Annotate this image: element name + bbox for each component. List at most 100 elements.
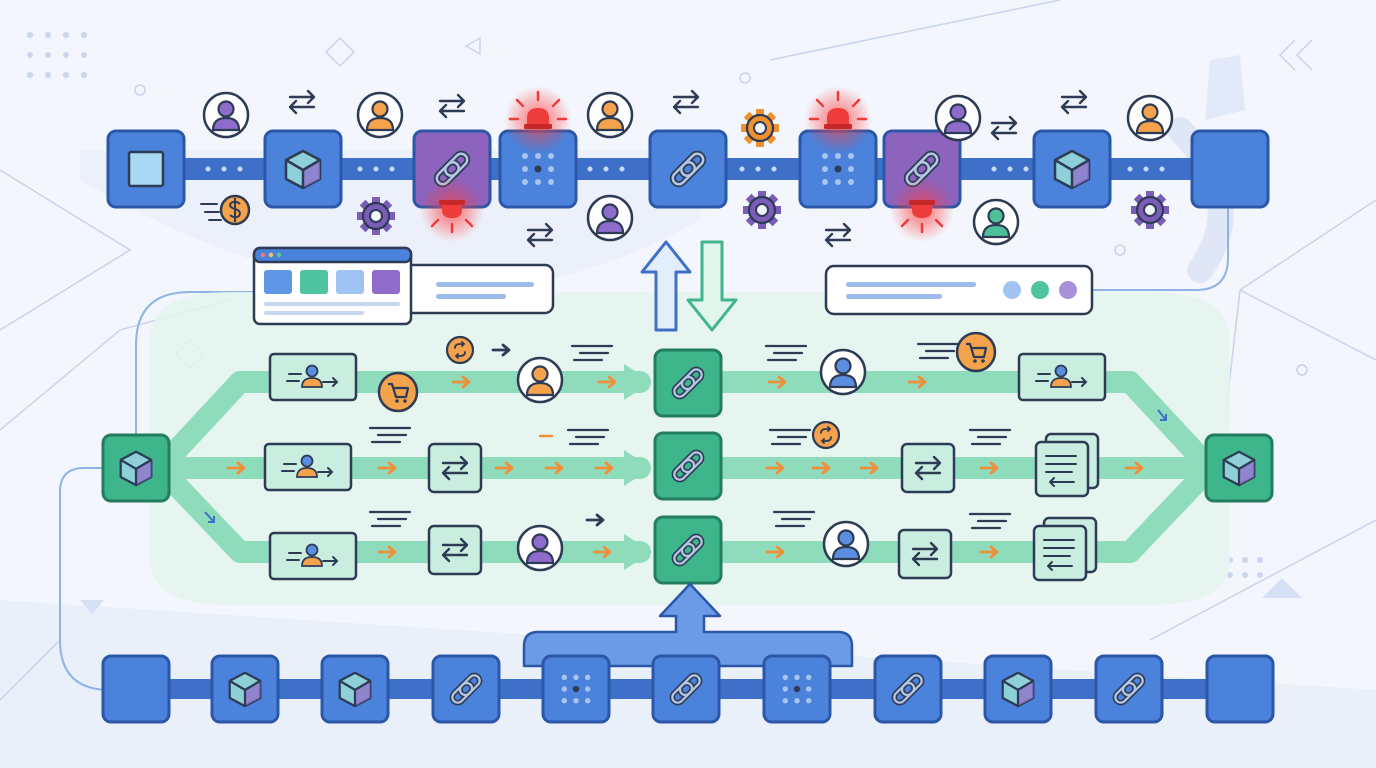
cube-icon	[338, 671, 372, 708]
swap-arrows-icon	[990, 115, 1018, 141]
swap-arrows-icon	[824, 222, 852, 248]
user-icon	[356, 91, 404, 139]
block-cube	[1032, 129, 1112, 209]
block-square	[106, 129, 186, 209]
block-cube	[1204, 433, 1274, 503]
user-icon	[586, 91, 634, 139]
speed-lines	[764, 344, 808, 362]
block-link	[653, 431, 723, 501]
small-arrow-icon	[767, 375, 787, 389]
diagonal-arrow-icons	[204, 409, 1167, 523]
cart-coin-icon	[377, 371, 419, 413]
speed-lines	[368, 510, 412, 528]
cube-icon	[119, 450, 153, 487]
cube-icon	[228, 671, 262, 708]
user-transfer-card	[268, 531, 358, 581]
user-icon	[1126, 94, 1174, 142]
swap-box	[427, 442, 483, 494]
small-arrow-icon	[594, 461, 614, 475]
small-arrow-icon	[494, 461, 514, 475]
up-arrow-icon	[640, 240, 692, 332]
block-cube	[983, 654, 1053, 724]
cube-icon	[284, 149, 322, 190]
link-icon	[671, 449, 705, 483]
gear-icon	[357, 197, 395, 235]
top-chain-icons	[202, 89, 1174, 248]
browser-window-icon	[252, 246, 555, 326]
swap-arrows-icon	[672, 89, 700, 115]
small-arrow-icon	[859, 461, 879, 475]
merge-arrow-icon	[522, 582, 854, 668]
siren-icon	[804, 86, 872, 154]
block-grid-dots	[762, 654, 832, 724]
small-arrow-icon	[811, 461, 831, 475]
block-link	[653, 515, 723, 585]
document-stack	[1034, 432, 1100, 498]
small-arrow-icon	[491, 343, 511, 357]
user-icon	[819, 348, 867, 396]
gear-icon	[743, 191, 781, 229]
block-link	[431, 654, 501, 724]
hub-blocks	[101, 348, 1274, 585]
block-cube	[320, 654, 390, 724]
small-arrow-icon	[765, 461, 785, 475]
small-arrow-icon	[1124, 461, 1144, 475]
block-link	[1094, 654, 1164, 724]
lane-nodes	[226, 331, 1144, 582]
swap-arrows-icon	[441, 455, 469, 481]
block-grid-dots	[541, 654, 611, 724]
block-link	[648, 129, 728, 209]
cube-icon	[1001, 671, 1035, 708]
cart-coin-icon	[955, 331, 997, 373]
block-link	[653, 348, 723, 418]
block-blank	[1190, 129, 1270, 209]
block-link	[873, 654, 943, 724]
swap-arrows-icon	[438, 93, 466, 119]
link-icon	[671, 366, 705, 400]
swap-box	[897, 528, 953, 580]
user-icon	[822, 520, 870, 568]
link-icon	[669, 672, 703, 706]
speed-lines	[916, 342, 960, 360]
block-blank	[101, 654, 171, 724]
user-icon	[516, 356, 564, 404]
block-link	[651, 654, 721, 724]
siren-icon	[504, 86, 572, 154]
link-icon	[449, 672, 483, 706]
small-arrow-icon	[979, 461, 999, 475]
down-arrow-icon	[686, 240, 738, 332]
small-arrow-icon	[979, 545, 999, 559]
square-icon	[127, 150, 165, 188]
small-arrow-icon	[585, 513, 605, 527]
speed-lines	[768, 428, 812, 446]
swap-arrows-icon	[526, 222, 554, 248]
small-arrow-icon	[377, 461, 397, 475]
link-icon	[1112, 672, 1146, 706]
gear-icon	[1131, 191, 1169, 229]
speed-lines	[368, 426, 412, 444]
user-icon	[972, 198, 1020, 246]
top-chain	[106, 129, 1270, 209]
small-arrow-icon	[226, 461, 246, 475]
cube-icon	[1053, 149, 1091, 190]
swap-arrows-icon	[1060, 89, 1088, 115]
document-stack	[1032, 516, 1098, 582]
connector-lines	[59, 208, 1229, 691]
block-blank	[1205, 654, 1275, 724]
user-icon	[586, 194, 634, 242]
link-icon	[891, 672, 925, 706]
speed-lines	[566, 428, 610, 446]
link-icon	[669, 150, 707, 188]
small-arrow-icon	[451, 375, 471, 389]
block-cube	[263, 129, 343, 209]
user-icon	[202, 91, 250, 139]
small-arrow-icon	[907, 375, 927, 389]
bottom-chain	[101, 654, 1275, 724]
swap-box	[427, 524, 483, 576]
small-arrow-icon	[544, 461, 564, 475]
lane-arrowheads	[624, 364, 652, 570]
speed-lines	[968, 512, 1012, 530]
speed-lines	[570, 344, 614, 362]
grid-dots-icon	[522, 153, 554, 185]
block-cube	[210, 654, 280, 724]
